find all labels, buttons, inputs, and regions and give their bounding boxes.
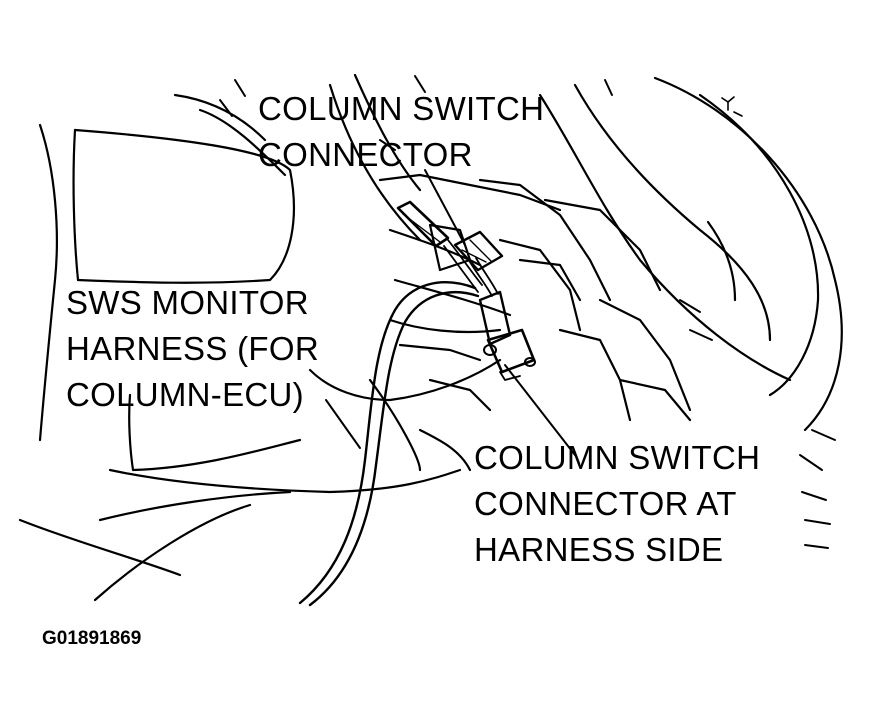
label-line: COLUMN SWITCH <box>258 90 545 127</box>
connector-wires <box>444 240 498 296</box>
label-line: CONNECTOR <box>258 136 473 173</box>
label-line: SWS MONITOR <box>66 284 309 321</box>
label-sws-monitor-harness: SWS MONITOR HARNESS (FOR COLUMN-ECU) <box>66 280 319 418</box>
label-line: HARNESS (FOR <box>66 330 319 367</box>
label-column-switch-connector-harness-side: COLUMN SWITCH CONNECTOR AT HARNESS SIDE <box>474 435 760 573</box>
hatching-strokes <box>220 76 835 548</box>
label-line: HARNESS SIDE <box>474 531 724 568</box>
sws-monitor-harness-cable <box>300 282 478 605</box>
leader-lines <box>326 170 575 455</box>
label-line: CONNECTOR AT <box>474 485 737 522</box>
label-column-switch-connector: COLUMN SWITCH CONNECTOR <box>258 86 544 178</box>
dashboard-outline <box>20 95 460 600</box>
label-line: COLUMN-ECU) <box>66 376 304 413</box>
figure-id: G01891869 <box>42 628 142 649</box>
wheel-emblem-icon <box>722 97 742 116</box>
column-switch-connector <box>398 202 502 270</box>
steering-wheel-outline <box>540 78 842 430</box>
label-line: COLUMN SWITCH <box>474 439 761 476</box>
